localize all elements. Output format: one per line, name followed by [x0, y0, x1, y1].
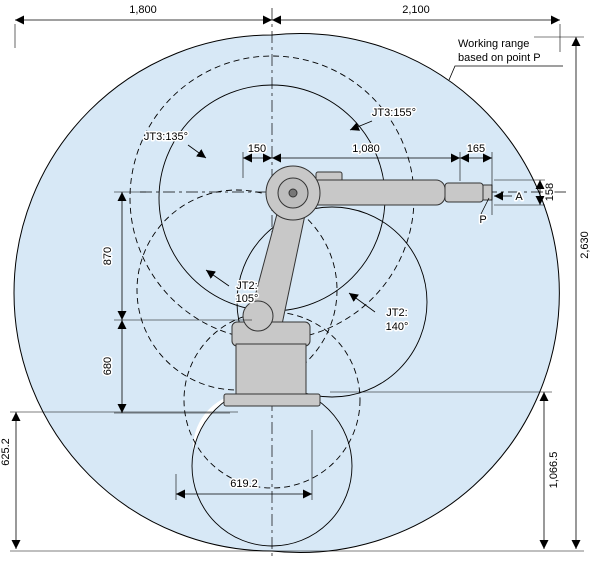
jt2-left-leader — [205, 269, 230, 287]
jt3-right-leader — [349, 120, 373, 131]
dim-label-1066: 1,066.5 — [548, 452, 560, 489]
jt2-right-leader — [348, 292, 376, 313]
dim-label-2100: 2,100 — [402, 4, 430, 16]
dim-label-1800: 1,800 — [129, 4, 157, 16]
jt2-right-label-line2: 140° — [386, 321, 409, 333]
robot-turret — [231, 321, 311, 347]
jt3-right-label: JT3:155° — [372, 107, 416, 119]
dim-label-2630: 2,630 — [579, 231, 591, 259]
robot-jt2-hub — [242, 300, 274, 332]
dim-label-680: 680 — [102, 357, 114, 375]
working-range-note-line1: Working range — [458, 38, 529, 50]
section-a-label: A — [515, 191, 523, 203]
dimension-lines — [11, 15, 581, 549]
working-range-note-line2: based on point P — [458, 52, 541, 64]
jt3-left-leader — [187, 144, 207, 159]
dim-label-158: 158 — [544, 183, 556, 201]
jt2-envelope-dashed — [136, 189, 338, 391]
robot-shoulder-hub — [288, 188, 298, 198]
robot-base-body — [235, 343, 307, 397]
dim-label-165: 165 — [467, 143, 485, 155]
jt2-left-label-line2: 105° — [236, 293, 259, 305]
dim-label-870: 870 — [102, 247, 114, 265]
jt2-envelope-solid — [236, 206, 428, 398]
note-leader — [448, 65, 563, 81]
robot-flange — [482, 184, 493, 201]
dim-label-150: 150 — [248, 143, 266, 155]
jt2-right-label-line1: JT2: — [386, 307, 407, 319]
dim-label-1080: 1,080 — [352, 143, 380, 155]
robot-wrist — [444, 182, 484, 203]
robot-base-plate — [223, 393, 321, 407]
leader-lines — [187, 65, 563, 313]
dim-label-619: 619.2 — [230, 478, 258, 490]
point-p-label: P — [479, 214, 486, 226]
extension-lines — [10, 24, 584, 552]
jt2-left-label-line1: JT2: — [236, 280, 257, 292]
robot-arm — [223, 165, 493, 407]
dim-label-625: 625.2 — [0, 438, 12, 466]
point-p-leader — [480, 197, 490, 215]
jt3-left-label: JT3:135° — [144, 131, 188, 143]
